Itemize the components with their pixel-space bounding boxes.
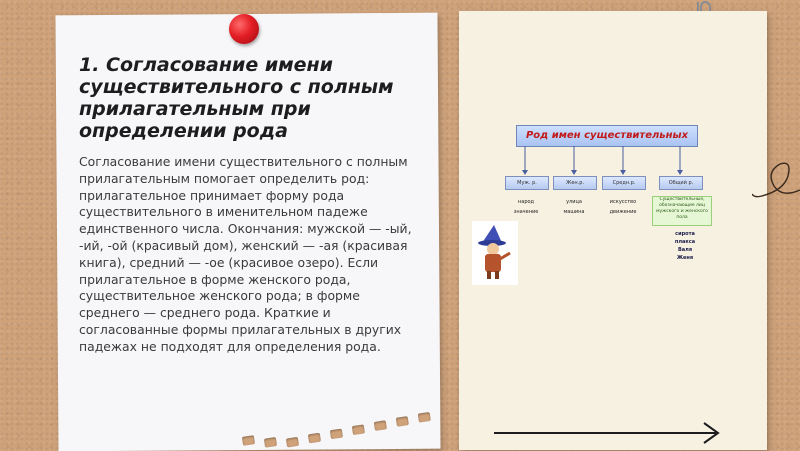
diagram-word: искусство xyxy=(609,199,637,205)
name-item: сирота xyxy=(675,231,695,237)
category-common: Общий р. xyxy=(659,176,703,190)
name-item: плакса xyxy=(674,239,696,245)
diagram-title: Род имен существительных xyxy=(516,125,698,147)
slide-body-text: Согласование имени существительного с по… xyxy=(79,154,412,354)
common-gender-names: сирота плакса Валя Женя xyxy=(660,230,710,262)
diagram-word: движение xyxy=(609,209,637,215)
name-item: Женя xyxy=(676,255,694,261)
right-arrow-icon xyxy=(494,422,720,444)
diagram-word: значение xyxy=(513,209,539,215)
common-gender-note: Существительные, обозначающие лиц мужско… xyxy=(652,196,712,226)
diagram-word: улица xyxy=(566,199,582,205)
name-item: Валя xyxy=(677,247,693,253)
push-pin-icon xyxy=(229,14,259,44)
category-masculine: Муж. р. xyxy=(505,176,549,190)
slide-title: 1. Согласование имени существительного с… xyxy=(79,54,394,142)
category-feminine: Жен.р. xyxy=(553,176,597,190)
string-curl-icon xyxy=(752,162,800,198)
diagram-word: машина xyxy=(563,209,585,215)
category-neuter: Средн.р. xyxy=(602,176,646,190)
wizard-icon xyxy=(478,225,511,279)
diagram-word: народ xyxy=(517,199,535,205)
wizard-illustration xyxy=(472,221,518,285)
